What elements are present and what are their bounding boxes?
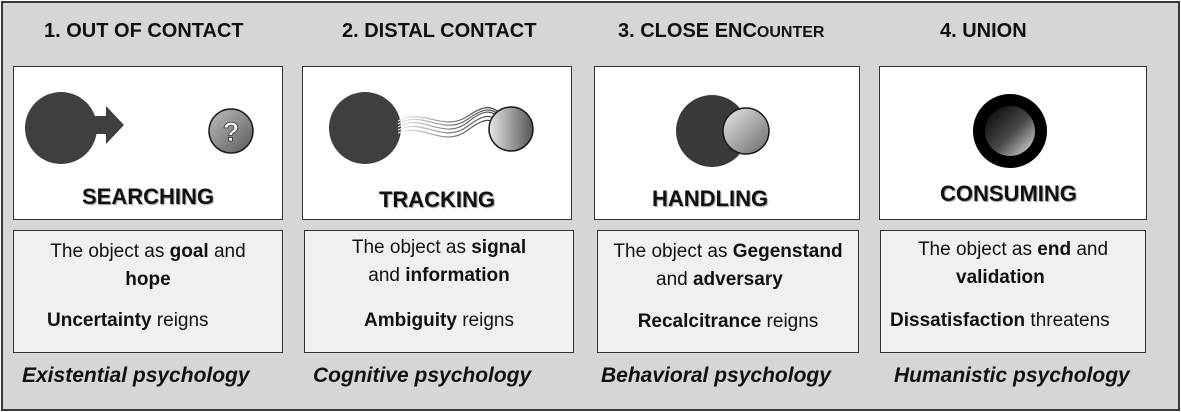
column-title-distal-contact: 2. DISTAL CONTACT (342, 20, 537, 42)
column-title-out-of-contact: 1. OUT OF CONTACT (44, 20, 244, 42)
overlapping-circles-icon (676, 95, 770, 167)
description-panel-2: The object as signal and information Amb… (304, 230, 574, 353)
tracking-illustration (329, 92, 534, 164)
subject-circle (329, 92, 401, 164)
desc-line-1: The object as Gegenstand (613, 241, 843, 262)
desc-line-3: Dissatisfaction threatens (890, 310, 1110, 331)
desc-line-3: Ambiguity reigns (364, 310, 514, 331)
stage-panel-consuming: CONSUMING (879, 66, 1147, 220)
psychology-label-existential: Existential psychology (22, 364, 250, 387)
stage-label-consuming: CONSUMING (940, 181, 1077, 206)
handling-illustration (676, 95, 770, 167)
question-mark-icon (208, 108, 254, 154)
desc-line-3: Uncertainty reigns (47, 310, 209, 331)
ring-icon (973, 94, 1047, 168)
consuming-illustration (973, 94, 1047, 168)
desc-line-3: Recalcitrance reigns (637, 311, 819, 332)
desc-line-2: and adversary (656, 269, 783, 290)
stage-panel-tracking: TRACKING (302, 66, 572, 220)
stage-label-tracking: TRACKING (378, 187, 496, 212)
psychology-label-cognitive: Cognitive psychology (313, 364, 532, 387)
subject-circle (25, 92, 97, 164)
arrow-icon (92, 106, 124, 144)
description-panel-1: The object as goal and hope Uncertainty … (13, 230, 283, 353)
stage-label-handling: HANDLING (652, 186, 769, 211)
desc-line-1: The object as goal and (50, 241, 246, 262)
desc-line-1: The object as end and (917, 239, 1109, 260)
column-title-close-encounter: 3. CLOSE ENCOUNTER (618, 20, 825, 42)
stage-panel-searching: ? SEARCHING (13, 66, 283, 220)
column-title-union: 4. UNION (940, 20, 1027, 42)
psychology-label-behavioral: Behavioral psychology (601, 364, 831, 387)
psychology-label-humanistic: Humanistic psychology (894, 364, 1130, 387)
stage-panel-handling: HANDLING (594, 66, 860, 220)
description-panel-3: The object as Gegenstand and adversary R… (597, 230, 859, 353)
stage-label-searching: SEARCHING (81, 184, 214, 209)
desc-line-2: validation (956, 267, 1045, 288)
desc-line-2: hope (125, 269, 171, 290)
desc-line-2: and information (368, 265, 510, 286)
object-circle (488, 106, 534, 152)
question-mark-glyph: ? (223, 117, 240, 147)
desc-line-1: The object as signal (351, 237, 527, 258)
searching-illustration: ? (25, 92, 254, 164)
description-panel-4: The object as end and validation Dissati… (880, 230, 1146, 353)
